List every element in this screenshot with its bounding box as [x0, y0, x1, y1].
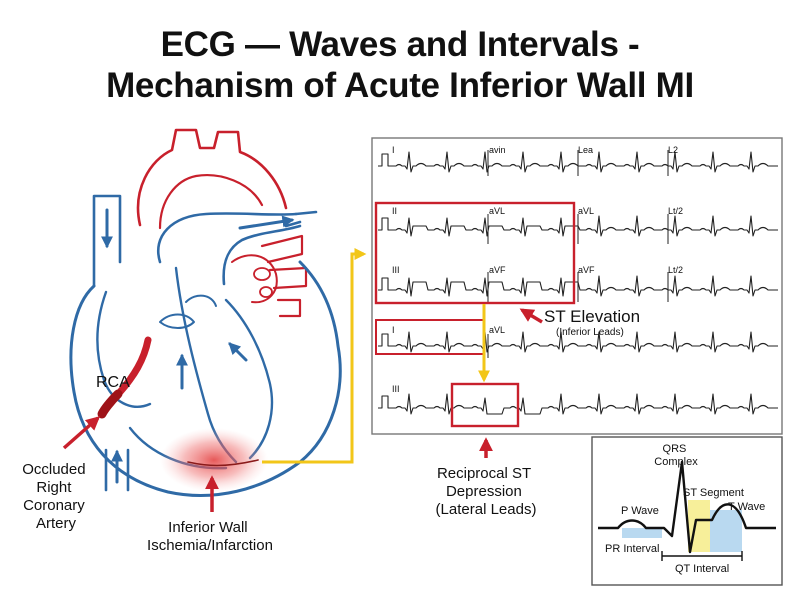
lead-label: avin	[489, 145, 506, 155]
occluded-label: Occluded Right Coronary Artery	[22, 461, 90, 532]
pulmonary-veins	[260, 234, 308, 318]
lead-label: II	[392, 206, 397, 216]
right-atrium	[96, 290, 152, 408]
left-ventricle	[224, 298, 274, 460]
inferior-wall-line	[187, 459, 259, 467]
ecg-traces	[378, 150, 778, 415]
qt-interval-label: QT Interval	[675, 563, 729, 575]
heart-outline	[69, 260, 342, 497]
lead-label: aVL	[489, 206, 505, 216]
lead-label: L2	[668, 145, 678, 155]
reciprocal-depression-box	[450, 382, 520, 428]
ecg-complex-trace	[598, 460, 776, 554]
lead-label: III	[392, 265, 400, 275]
tricuspid-valve	[159, 313, 195, 329]
aortic-arch-inner	[158, 174, 264, 230]
qrs-label: QRS Complex	[654, 443, 698, 468]
title-line-1: ECG — Waves and Intervals -	[160, 25, 640, 64]
aorta	[136, 128, 288, 227]
heart-illustration	[69, 128, 342, 497]
infarct-region	[160, 428, 268, 492]
st-elevation-box	[374, 201, 576, 305]
occluded-pointer-arrow	[62, 416, 101, 450]
left-atrium	[231, 254, 278, 304]
ecg-lead-trace	[378, 393, 778, 415]
lead-label: Lt/2	[668, 265, 683, 275]
ecg-lead-trace	[378, 331, 778, 353]
p-wave-label: P Wave	[621, 505, 659, 517]
lead-label: aVL	[489, 325, 505, 335]
reciprocal-label: Reciprocal ST Depression (Lateral Leads)	[436, 465, 537, 518]
ecg-panel	[371, 137, 783, 435]
st-elevation-label: ST Elevation	[544, 307, 640, 326]
ecg-lead-trace	[378, 275, 778, 297]
inferior-wall-label: Inferior Wall Ischemia/Infarction	[147, 519, 273, 554]
pr-interval-shade	[622, 528, 662, 538]
mitral-valve	[185, 294, 217, 307]
lead-label: III	[392, 384, 400, 394]
lead-label: I	[392, 325, 395, 335]
title-line-2: Mechanism of Acute Inferior Wall MI	[106, 66, 694, 105]
ecg-lead-trace	[378, 151, 778, 173]
st-segment-label: ST Segment	[683, 487, 744, 499]
flow-arrow-pa	[238, 215, 295, 230]
pr-interval-label: PR Interval	[605, 543, 659, 555]
st-elevation-sublabel: (Inferior Leads)	[556, 327, 624, 338]
pulmonary-artery	[157, 212, 302, 286]
lead-label: aVF	[578, 265, 595, 275]
connector-arrow	[262, 248, 367, 464]
inferior-vena-cava	[104, 448, 130, 492]
rca-vessel	[116, 336, 152, 396]
rca-label: RCA	[96, 374, 130, 391]
lead-labels: I avin Lea L2 II aVL aVL Lt/2 III aVF aV…	[392, 145, 683, 394]
lead-label: Lea	[578, 145, 593, 155]
page-title: ECG — Waves and Intervals - Mechanism of…	[0, 24, 800, 106]
lead-label: I	[392, 145, 395, 155]
superior-vena-cava	[92, 194, 122, 288]
pulmonary-vein-opening-2	[259, 286, 273, 298]
rca-occlusion	[97, 389, 123, 419]
lead-label: aVL	[578, 206, 594, 216]
lead-label: Lt/2	[668, 206, 683, 216]
pulmonary-vein-opening	[253, 267, 271, 281]
st-elevation-arrow	[519, 308, 543, 324]
lead-label: aVF	[489, 265, 506, 275]
t-wave-label: T Wave	[728, 501, 765, 513]
ecg-lead-trace	[378, 215, 778, 237]
flow-arrow-la	[228, 342, 248, 362]
t-wave-shade	[710, 510, 742, 552]
